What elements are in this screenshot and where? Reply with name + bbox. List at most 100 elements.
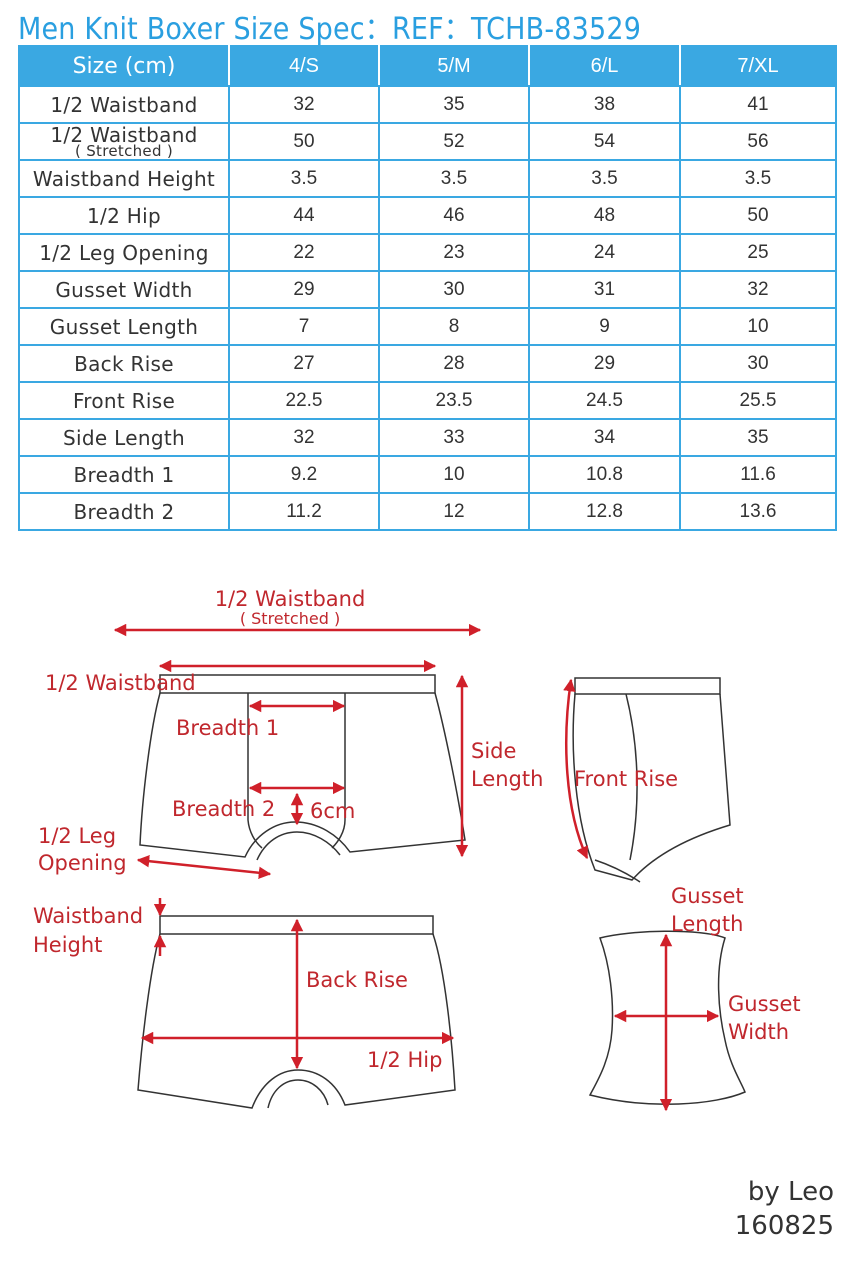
table-cell: 7	[228, 307, 380, 346]
label-hip: 1/2 Hip	[367, 1048, 442, 1072]
label-waistband: 1/2 Waistband	[45, 671, 196, 695]
table-cell: 31	[528, 270, 681, 309]
table-cell: 32	[679, 270, 837, 309]
table-cell: 50	[679, 196, 837, 235]
row-label: Front Rise	[18, 381, 230, 420]
table-cell: 9.2	[228, 455, 380, 494]
table-cell: 24	[528, 233, 681, 272]
row-label: 1/2 Hip	[18, 196, 230, 235]
row-label: Breadth 2	[18, 492, 230, 531]
measurement-arrows	[113, 623, 720, 1112]
table-cell: 56	[679, 122, 837, 161]
table-cell: 8	[378, 307, 530, 346]
front-boxer-outline	[139, 674, 466, 861]
author: by Leo	[747, 1177, 834, 1207]
column-header: 5/M	[378, 45, 530, 87]
table-cell: 44	[228, 196, 380, 235]
label-breadth-2: Breadth 2	[172, 797, 275, 821]
table-cell: 54	[528, 122, 681, 161]
table-cell: 9	[528, 307, 681, 346]
table-cell: 50	[228, 122, 380, 161]
table-cell: 11.2	[228, 492, 380, 531]
label-gusset-width-line2: Width	[728, 1020, 789, 1044]
table-cell: 13.6	[679, 492, 837, 531]
table-cell: 30	[378, 270, 530, 309]
table-cell: 22	[228, 233, 380, 272]
row-label: 1/2 Leg Opening	[18, 233, 230, 272]
row-label: Gusset Width	[18, 270, 230, 309]
table-cell: 52	[378, 122, 530, 161]
table-cell: 34	[528, 418, 681, 457]
label-waistband-stretched: 1/2 Waistband	[215, 587, 366, 611]
label-gusset-length-line1: Gusset	[671, 884, 744, 908]
row-label: 1/2 Waistband	[18, 85, 230, 124]
table-cell: 32	[228, 418, 380, 457]
table-cell: 30	[679, 344, 837, 383]
label-front-rise: Front Rise	[574, 767, 678, 791]
table-cell: 29	[228, 270, 380, 309]
table-cell: 10	[378, 455, 530, 494]
label-6cm: 6cm	[310, 799, 355, 823]
table-cell: 46	[378, 196, 530, 235]
label-side-length-line2: Length	[471, 767, 543, 791]
column-header: 7/XL	[679, 45, 837, 87]
table-cell: 29	[528, 344, 681, 383]
table-cell: 10.8	[528, 455, 681, 494]
table-cell: 32	[228, 85, 380, 124]
date: 160825	[734, 1211, 834, 1241]
column-header: Size (cm)	[18, 45, 230, 87]
size-spec-table: Size (cm) 4/S 5/M 6/L 7/XL 1/2 Waistband…	[18, 45, 837, 531]
label-side-length-line1: Side	[471, 739, 516, 763]
page-title: Men Knit Boxer Size Spec：REF：TCHB-83529	[18, 12, 642, 47]
label-breadth-1: Breadth 1	[176, 716, 279, 740]
table-cell: 35	[378, 85, 530, 124]
label-gusset-length-line2: Length	[671, 912, 743, 936]
table-cell: 28	[378, 344, 530, 383]
label-waistband-height-line2: Height	[33, 933, 102, 957]
label-leg-opening-line1: 1/2 Leg	[38, 824, 116, 848]
signature: by Leo 160825	[735, 1175, 834, 1243]
table-cell: 23.5	[378, 381, 530, 420]
table-cell: 25	[679, 233, 837, 272]
table-cell: 3.5	[228, 159, 380, 198]
column-header: 6/L	[528, 45, 681, 87]
table-cell: 33	[378, 418, 530, 457]
gusset-outline	[588, 930, 746, 1105]
table-cell: 38	[528, 85, 681, 124]
row-label-text: 1/2 Waistband	[50, 123, 198, 147]
label-back-rise: Back Rise	[306, 968, 408, 992]
row-label: Back Rise	[18, 344, 230, 383]
column-header: 4/S	[228, 45, 380, 87]
table-cell: 25.5	[679, 381, 837, 420]
table-cell: 22.5	[228, 381, 380, 420]
table-cell: 12.8	[528, 492, 681, 531]
row-sublabel: ( Stretched )	[75, 141, 173, 160]
measurement-diagram: 1/2 Waistband ( Stretched ) 1/2 Waistban…	[33, 587, 801, 1112]
table-cell: 23	[378, 233, 530, 272]
row-label: Side Length	[18, 418, 230, 457]
row-label: Waistband Height	[18, 159, 230, 198]
label-stretched-sub: ( Stretched )	[240, 609, 340, 628]
row-label: Gusset Length	[18, 307, 230, 346]
table-cell: 3.5	[528, 159, 681, 198]
table-cell: 11.6	[679, 455, 837, 494]
label-gusset-width-line1: Gusset	[728, 992, 801, 1016]
table-cell: 10	[679, 307, 837, 346]
table-cell: 27	[228, 344, 380, 383]
table-header-row: Size (cm) 4/S 5/M 6/L 7/XL	[18, 45, 837, 87]
row-label: 1/2 Waistband( Stretched )	[18, 122, 230, 161]
table-cell: 3.5	[378, 159, 530, 198]
table-cell: 41	[679, 85, 837, 124]
